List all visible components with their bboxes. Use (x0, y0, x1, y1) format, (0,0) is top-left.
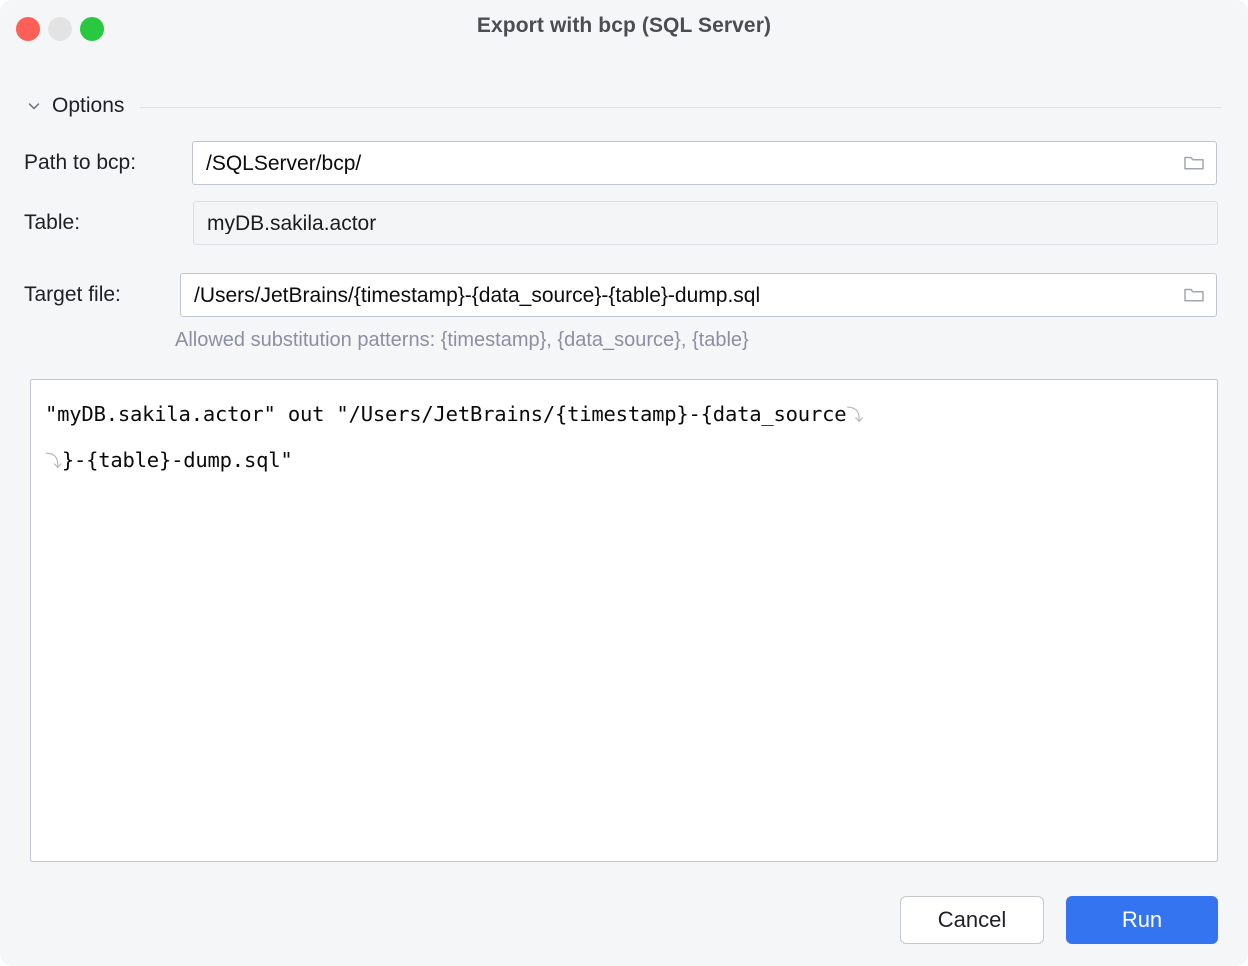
options-section-header[interactable]: Options (26, 92, 1222, 120)
minimize-window-button[interactable] (48, 17, 72, 41)
command-preview-editor[interactable]: "myDB.sakila.actor" out "/Users/JetBrain… (30, 379, 1218, 862)
soft-wrap-icon: ⤵ (45, 452, 62, 472)
chevron-down-icon[interactable] (26, 98, 42, 114)
target-file-value: /Users/JetBrains/{timestamp}-{data_sourc… (194, 284, 761, 306)
close-window-button[interactable] (16, 17, 40, 41)
command-line-1: "myDB.sakila.actor" out "/Users/JetBrain… (45, 392, 1203, 438)
cancel-button[interactable]: Cancel (900, 896, 1044, 944)
table-value: myDB.sakila.actor (207, 212, 377, 234)
path-to-bcp-row: Path to bcp: /SQLServer/bcp/ (24, 141, 1217, 185)
command-line-1-text: "myDB.sakila.actor" out "/Users/JetBrain… (45, 402, 847, 426)
table-input: myDB.sakila.actor (193, 201, 1218, 245)
run-button[interactable]: Run (1066, 896, 1218, 944)
folder-icon[interactable] (1182, 151, 1206, 175)
table-label: Table: (24, 211, 81, 234)
dialog-footer: Cancel Run (900, 896, 1218, 944)
maximize-window-button[interactable] (80, 17, 104, 41)
window-controls (16, 17, 104, 41)
path-to-bcp-label: Path to bcp: (24, 151, 137, 174)
title-bar: Export with bcp (SQL Server) (0, 0, 1248, 58)
window-title: Export with bcp (SQL Server) (476, 14, 772, 37)
table-row: Table: myDB.sakila.actor (24, 201, 1218, 245)
options-section-title: Options (52, 94, 125, 117)
target-file-input[interactable]: /Users/JetBrains/{timestamp}-{data_sourc… (180, 273, 1217, 317)
substitution-patterns-hint: Allowed substitution patterns: {timestam… (175, 329, 749, 351)
folder-icon[interactable] (1182, 283, 1206, 307)
target-file-label: Target file: (24, 283, 121, 306)
path-to-bcp-value: /SQLServer/bcp/ (206, 152, 362, 174)
command-line-2: ⤵}-{table}-dump.sql" (45, 438, 1203, 484)
section-divider (140, 106, 1222, 108)
command-line-2-text: }-{table}-dump.sql" (61, 448, 293, 472)
target-file-row: Target file: /Users/JetBrains/{timestamp… (24, 273, 1217, 317)
path-to-bcp-input[interactable]: /SQLServer/bcp/ (192, 141, 1217, 185)
soft-wrap-icon: ⤵ (846, 406, 864, 426)
